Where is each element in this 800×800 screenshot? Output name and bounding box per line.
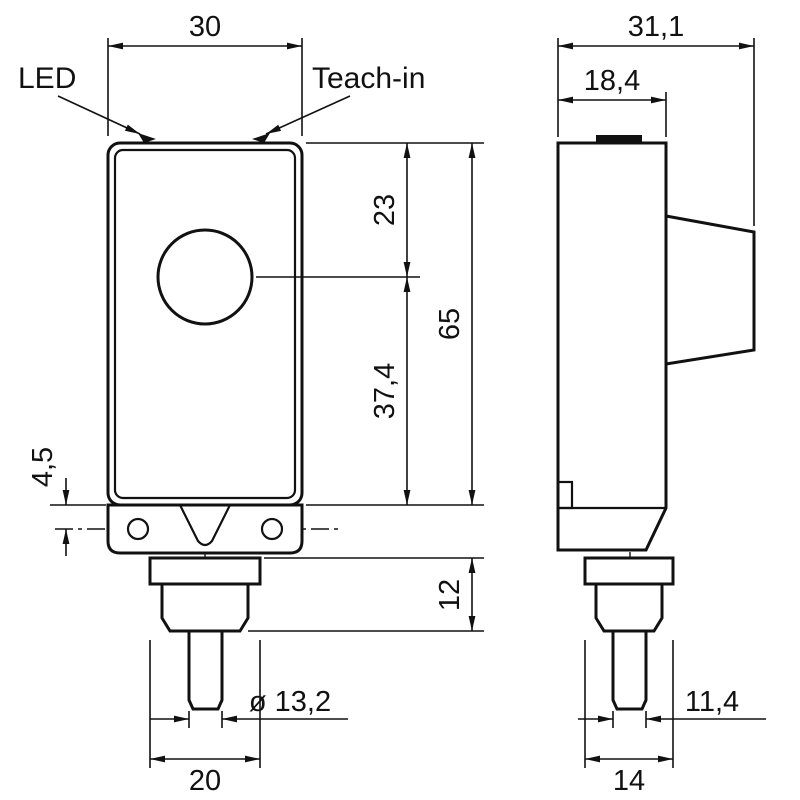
dim-gland-height-label: 12: [434, 579, 466, 611]
clamp-detail: [179, 504, 231, 547]
side-body-outline: [556, 141, 668, 552]
led-leader-line: [57, 95, 141, 135]
teach-button-side-mark: [596, 135, 642, 143]
cable-stub: [187, 629, 224, 711]
dim-body-height-label: 65: [434, 308, 466, 340]
sensing-face-circle: [156, 228, 254, 326]
side-view: 31,1 18,4 11,4 14: [556, 11, 766, 797]
dim-body-depth-label: 18,4: [584, 65, 640, 97]
front-body-inner-outline: [113, 148, 297, 500]
dim-top-to-axis: 23: [369, 143, 411, 277]
dim-gland-depth-label: 14: [613, 765, 645, 797]
gland-nut-upper: [148, 556, 262, 586]
front-body: [106, 133, 304, 507]
dim-body-height: 65: [434, 143, 476, 505]
dim-gland-height: 12: [434, 558, 476, 631]
dim-cable-offset: 11,4: [578, 686, 766, 728]
front-right-extensions: [248, 142, 484, 632]
front-view: LED Teach-in 30 23 37,4: [18, 11, 484, 797]
dim-body-depth: 18,4: [558, 65, 667, 137]
dim-axis-to-bottom: 37,4: [369, 277, 411, 505]
dim-axis-to-bottom-label: 37,4: [369, 363, 401, 419]
side-body-notch: [556, 480, 574, 510]
dim-top-to-axis-label: 23: [369, 194, 401, 226]
mounting-hole-right: [260, 517, 284, 541]
dim-cable-diameter-label: ø 13,2: [249, 686, 331, 718]
led-label: LED: [18, 62, 76, 95]
front-leaders: LED Teach-in: [18, 62, 425, 135]
dim-hole-offset-label: 4,5: [27, 447, 59, 487]
dim-total-depth-label: 31,1: [628, 11, 684, 43]
dim-hole-offset: 4,5: [27, 447, 106, 556]
flange-outline: [106, 503, 304, 555]
dim-cable-diameter: ø 13,2: [150, 686, 348, 728]
led-mark: [138, 133, 156, 143]
teach-in-leader-line: [265, 95, 351, 135]
gland-nut-upper: [583, 556, 675, 586]
mounting-hole-left: [126, 517, 150, 541]
front-flange: [106, 503, 304, 555]
front-gland: [148, 556, 262, 711]
sensing-head-protrusion: [664, 214, 756, 366]
side-gland: [583, 556, 675, 711]
dim-total-depth: 31,1: [557, 11, 755, 226]
teach-in-mark: [252, 133, 270, 143]
dim-gland-width-label: 20: [189, 765, 221, 797]
dim-front-width: 30: [107, 11, 303, 136]
teach-in-label: Teach-in: [312, 62, 425, 95]
dim-gland-width: 20: [149, 640, 261, 797]
dim-front-width-label: 30: [189, 11, 221, 43]
gland-nut-lower: [594, 582, 664, 633]
side-body: [556, 135, 756, 552]
dim-cable-offset-label: 11,4: [685, 686, 739, 718]
dim-gland-depth: 14: [584, 640, 674, 797]
cable-stub: [611, 629, 648, 711]
gland-nut-lower: [160, 582, 250, 633]
